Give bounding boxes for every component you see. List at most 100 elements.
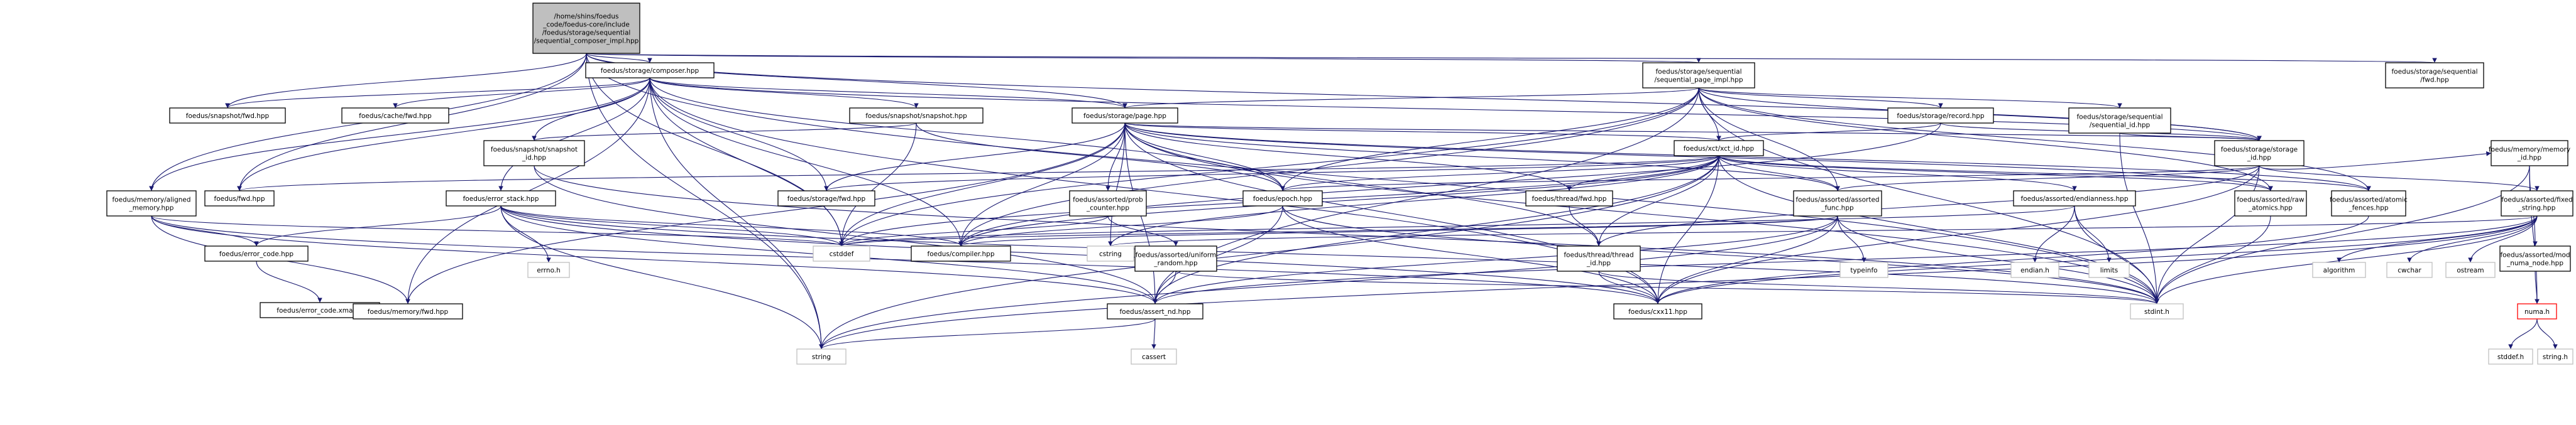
node-box	[2234, 190, 2307, 217]
node-uniform-random[interactable]: foedus/assorted/uniform_random.hpp	[1134, 245, 1217, 272]
node-snapshot-fwd[interactable]: foedus/snapshot/fwd.hpp	[169, 107, 286, 124]
node-seq-id[interactable]: foedus/storage/sequential/sequential_id.…	[2068, 107, 2171, 134]
node-label: foedus/assorted/fixed	[2501, 196, 2572, 204]
node-mem-aligned[interactable]: foedus/memory/aligned_memory.hpp	[106, 190, 197, 217]
node-box	[1072, 107, 1178, 124]
node-storage-fwd[interactable]: foedus/storage/fwd.hpp	[777, 190, 875, 207]
include-edge	[1596, 165, 2260, 247]
node-box	[353, 303, 463, 320]
node-label: foedus/error_code.hpp	[219, 250, 294, 258]
include-edge	[1655, 165, 2260, 304]
include-edge	[1175, 271, 2159, 304]
node-box	[446, 190, 556, 207]
node-box	[2488, 348, 2533, 365]
include-edge	[958, 155, 1719, 247]
include-edge	[586, 53, 1127, 109]
node-endian-h: endian.h	[2010, 262, 2059, 278]
node-label: string	[812, 353, 831, 361]
node-thread-id[interactable]: foedus/thread/thread_id.hpp	[1557, 245, 1641, 272]
node-error-code[interactable]: foedus/error_code.hpp	[204, 245, 309, 262]
include-edge	[2535, 271, 2540, 304]
node-label: numa.h	[2524, 308, 2550, 316]
node-label: foedus/memory/memory	[2489, 146, 2570, 154]
node-snapshot-id[interactable]: foedus/snapshot/snapshot_id.hpp	[483, 140, 585, 166]
node-mem-id[interactable]: foedus/memory/memory_id.hpp	[2489, 140, 2570, 166]
node-compiler[interactable]: foedus/compiler.hpp	[911, 245, 1011, 262]
node-box	[2130, 303, 2184, 320]
node-box	[2499, 245, 2571, 272]
include-edge	[1282, 205, 1660, 304]
include-edge	[149, 77, 650, 191]
node-root[interactable]: /home/shins/foedus_code/foedus-core/incl…	[532, 3, 640, 54]
node-label: typeinfo	[1850, 267, 1877, 274]
node-label: _func.hpp	[1821, 205, 1854, 212]
node-numa-h[interactable]: numa.h	[2517, 303, 2557, 320]
include-edge	[824, 155, 1719, 191]
node-box	[2385, 62, 2484, 89]
node-label: foedus/storage/page.hpp	[1083, 112, 1166, 120]
node-box	[1642, 62, 1755, 89]
include-edge	[256, 261, 322, 303]
include-edge	[586, 53, 1700, 63]
node-foedus-fwd[interactable]: foedus/fwd.hpp	[204, 190, 275, 207]
node-label: /sequential_page_impl.hpp	[1654, 77, 1743, 84]
node-string: string	[796, 348, 847, 365]
include-edge	[2407, 215, 2538, 263]
node-box	[796, 348, 847, 365]
node-box	[532, 3, 640, 54]
node-box	[169, 107, 286, 124]
node-box	[204, 245, 309, 262]
include-edge	[2508, 318, 2538, 350]
node-record[interactable]: foedus/storage/record.hpp	[1887, 107, 1994, 124]
node-thread-fwd[interactable]: foedus/thread/fwd.hpp	[1525, 190, 1613, 207]
nodes: /home/shins/foedus_code/foedus-core/incl…	[106, 3, 2573, 365]
node-composer[interactable]: foedus/storage/composer.hpp	[585, 62, 715, 78]
include-edge	[819, 215, 1838, 350]
node-xct-id[interactable]: foedus/xct/xct_id.hpp	[1674, 140, 1764, 156]
node-assert-nd[interactable]: foedus/assert_nd.hpp	[1107, 303, 1203, 320]
include-edge	[534, 165, 2159, 304]
include-edge	[819, 318, 1156, 350]
include-edge	[649, 77, 1127, 109]
node-cxx11[interactable]: foedus/cxx11.hpp	[1613, 303, 1702, 320]
node-storage-id[interactable]: foedus/storage/storage_id.hpp	[2214, 140, 2305, 166]
include-edge	[1698, 87, 2122, 109]
node-box	[204, 190, 275, 207]
include-edge	[1596, 155, 1719, 247]
node-label: _numa_node.hpp	[2506, 260, 2563, 267]
node-cache-fwd[interactable]: foedus/cache/fwd.hpp	[341, 107, 449, 124]
node-box	[2331, 190, 2406, 217]
node-endianness[interactable]: foedus/assorted/endianness.hpp	[2013, 190, 2136, 207]
node-box	[1887, 107, 1994, 124]
node-label: foedus/memory/aligned	[112, 196, 190, 204]
include-edge	[586, 53, 2159, 304]
node-atomic-fences[interactable]: foedus/assorted/atomic_fences.hpp	[2330, 190, 2408, 217]
node-error-stack[interactable]: foedus/error_stack.hpp	[446, 190, 556, 207]
node-raw-atomics[interactable]: foedus/assorted/raw_atomics.hpp	[2234, 190, 2307, 217]
node-prob-counter[interactable]: foedus/assorted/prob_counter.hpp	[1069, 190, 1147, 217]
include-edge	[649, 77, 919, 109]
node-mod-numa[interactable]: foedus/assorted/mod_numa_node.hpp	[2499, 245, 2571, 272]
include-edge	[1718, 155, 2371, 191]
node-snapshot-snapshot[interactable]: foedus/snapshot/snapshot.hpp	[849, 107, 984, 124]
node-box	[2537, 348, 2573, 365]
node-page[interactable]: foedus/storage/page.hpp	[1072, 107, 1178, 124]
node-seq-page-impl[interactable]: foedus/storage/sequential/sequential_pag…	[1642, 62, 1755, 89]
include-edge	[237, 155, 1719, 191]
node-assorted-func[interactable]: foedus/assorted/assorted_func.hpp	[1793, 190, 1882, 217]
node-fixed-string[interactable]: foedus/assorted/fixed_string.hpp	[2501, 190, 2573, 217]
node-epoch[interactable]: foedus/epoch.hpp	[1242, 190, 1323, 207]
node-label: foedus/storage/sequential	[2391, 68, 2477, 76]
node-label: stdint.h	[2144, 308, 2169, 316]
node-box	[1087, 245, 1134, 262]
include-edge	[498, 77, 650, 191]
node-mem-fwd[interactable]: foedus/memory/fwd.hpp	[353, 303, 463, 320]
node-box	[1107, 303, 1203, 320]
node-errno-h: errno.h	[527, 262, 570, 278]
node-label: /home/shins/foedus	[554, 13, 619, 21]
include-edge	[649, 77, 1285, 191]
node-label: _code/foedus-core/include	[542, 21, 630, 29]
node-label: _id.hpp	[2247, 154, 2271, 162]
node-box	[777, 190, 875, 207]
node-seq-fwd[interactable]: foedus/storage/sequential/fwd.hpp	[2385, 62, 2484, 89]
